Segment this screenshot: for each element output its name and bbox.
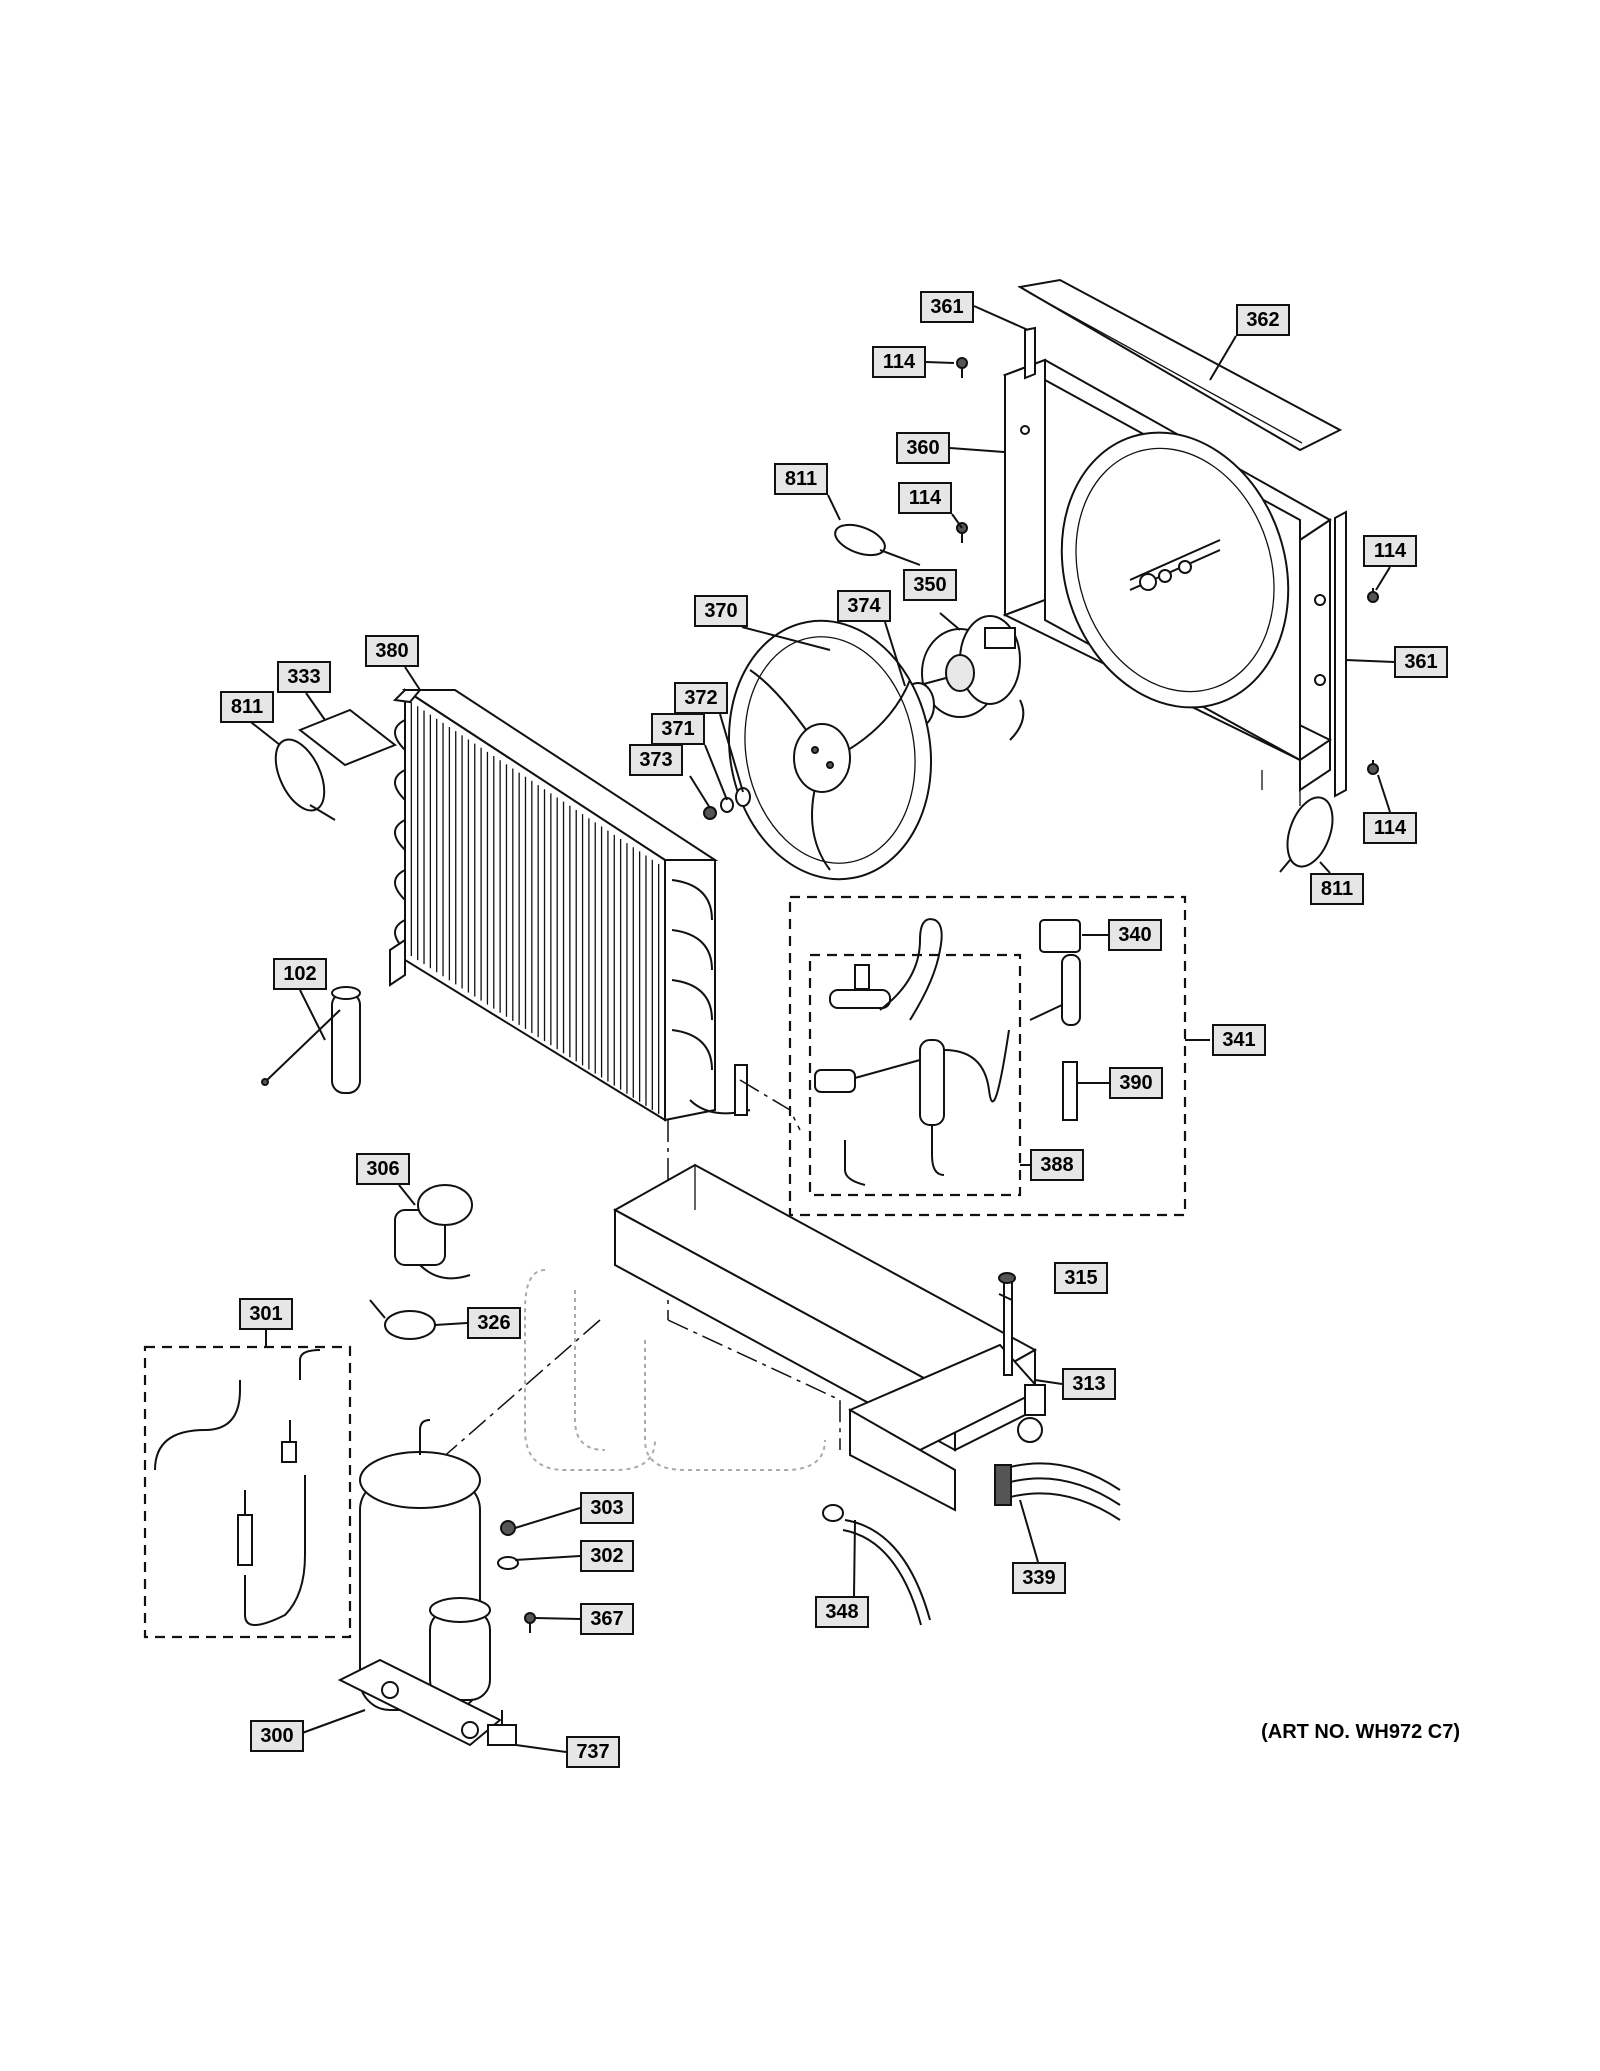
callout-339: 339 xyxy=(1012,1562,1066,1594)
callout-302: 302 xyxy=(580,1540,634,1572)
fan-shroud-360 xyxy=(1002,358,1333,806)
callout-811: 811 xyxy=(220,691,274,723)
callout-313: 313 xyxy=(1062,1368,1116,1400)
callout-102: 102 xyxy=(273,958,327,990)
callout-300: 300 xyxy=(250,1720,304,1752)
foam-pad-333 xyxy=(298,708,397,767)
callout-374: 374 xyxy=(837,590,891,622)
callout-811: 811 xyxy=(1310,873,1364,905)
art-number: (ART NO. WH972 C7) xyxy=(1261,1721,1460,1743)
tubing-388 xyxy=(814,918,1010,1186)
callout-306: 306 xyxy=(356,1153,410,1185)
callout-372: 372 xyxy=(674,682,728,714)
callout-114: 114 xyxy=(872,346,926,378)
callout-114: 114 xyxy=(1363,535,1417,567)
fan-motor-350 xyxy=(919,615,1025,741)
callout-362: 362 xyxy=(1236,304,1290,336)
callout-388: 388 xyxy=(1030,1149,1084,1181)
callout-333: 333 xyxy=(277,661,331,693)
callout-737: 737 xyxy=(566,1736,620,1768)
fan-fasteners-371-372-373 xyxy=(703,787,751,820)
callout-367: 367 xyxy=(580,1603,634,1635)
compressor-300 xyxy=(337,1419,502,1747)
tubing-kit-301 xyxy=(143,1345,352,1639)
callout-373: 373 xyxy=(629,744,683,776)
top-panel-362 xyxy=(1017,278,1343,452)
callout-326: 326 xyxy=(467,1307,521,1339)
callout-811: 811 xyxy=(774,463,828,495)
leader-lines xyxy=(246,305,1395,1753)
callout-301: 301 xyxy=(239,1298,293,1330)
sensor-102 xyxy=(261,986,361,1094)
wire-harness-339 xyxy=(994,1462,1121,1521)
compressor-fasteners xyxy=(487,1520,536,1746)
callout-360: 360 xyxy=(896,432,950,464)
base-pan-313 xyxy=(612,1163,1046,1512)
callout-380: 380 xyxy=(365,635,419,667)
callout-348: 348 xyxy=(815,1596,869,1628)
callout-371: 371 xyxy=(651,713,705,745)
condenser-coil-380 xyxy=(389,688,751,1122)
callout-361: 361 xyxy=(920,291,974,323)
callout-350: 350 xyxy=(903,569,957,601)
callout-315: 315 xyxy=(1054,1262,1108,1294)
bolt-315 xyxy=(998,1272,1016,1284)
cable-ties-811 xyxy=(274,523,1334,873)
overload-306 xyxy=(394,1184,473,1280)
fan-blade-370 xyxy=(727,619,933,881)
callout-303: 303 xyxy=(580,1492,634,1524)
callout-340: 340 xyxy=(1108,919,1162,951)
reversing-valve-340 xyxy=(1029,919,1081,1121)
seal-strip-361 xyxy=(1024,326,1347,798)
callout-114: 114 xyxy=(898,482,952,514)
coil-fins xyxy=(404,698,666,1118)
callout-370: 370 xyxy=(694,595,748,627)
protector-326 xyxy=(369,1299,436,1340)
callout-390: 390 xyxy=(1109,1067,1163,1099)
valve-assembly-341-box xyxy=(788,895,1210,1217)
ghost-tubing xyxy=(524,1269,826,1471)
callout-114: 114 xyxy=(1363,812,1417,844)
callout-341: 341 xyxy=(1212,1024,1266,1056)
callout-361: 361 xyxy=(1394,646,1448,678)
